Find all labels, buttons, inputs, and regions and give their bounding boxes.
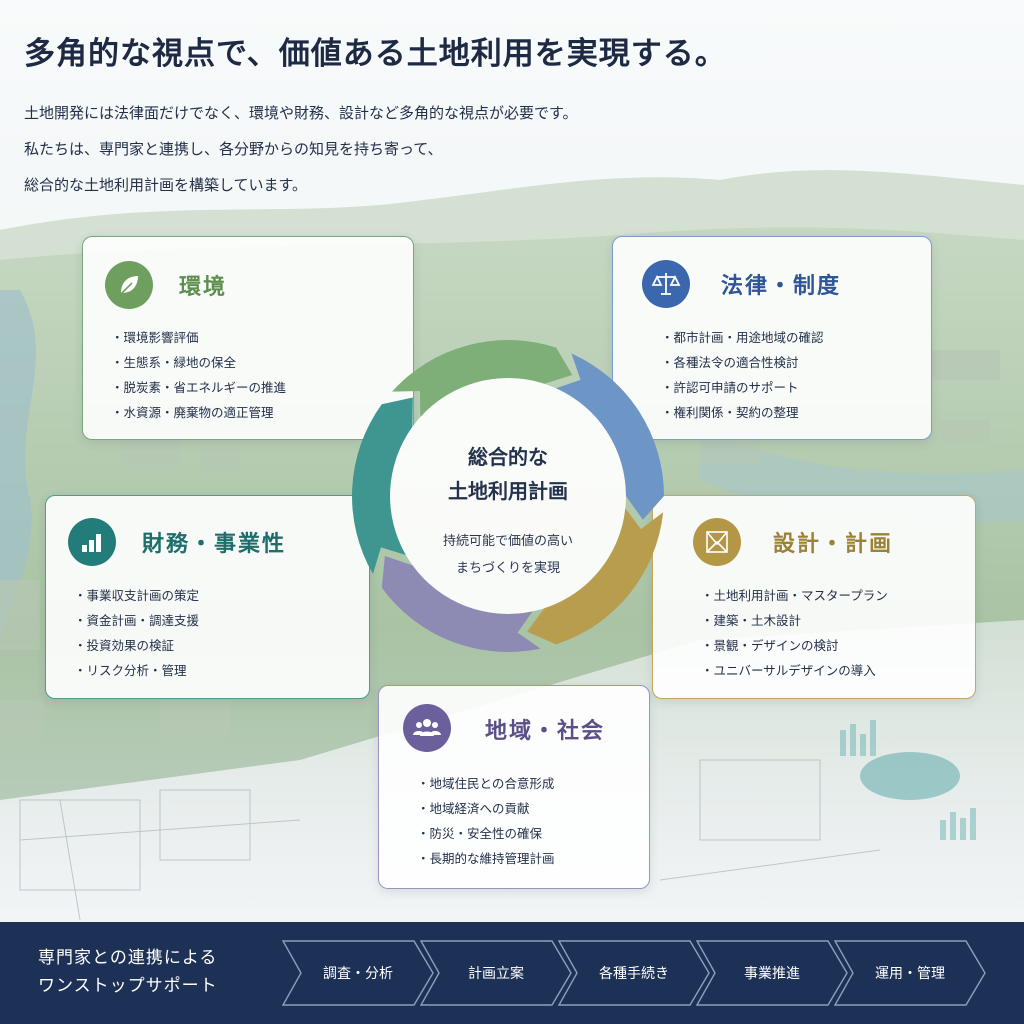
card-finance: 財務・事業性 事業収支計画の策定 資金計画・調達支援 投資効果の検証 リスク分析… (45, 495, 370, 699)
card-finance-title: 財務・事業性 (142, 531, 287, 557)
card-environment: 環境 環境影響評価 生態系・緑地の保全 脱炭素・省エネルギーの推進 水資源・廃棄… (82, 236, 414, 440)
step-chevron: 各種手続き (558, 940, 710, 1006)
card-region-title: 地域・社会 (485, 718, 606, 744)
list-item: 事業収支計画の策定 (74, 583, 200, 608)
leaf-icon (105, 261, 153, 309)
step-label: 計画立案 (468, 966, 524, 982)
step-label: 調査・分析 (323, 966, 393, 982)
step-chevron: 事業推進 (696, 940, 848, 1006)
list-item: 許認可申請のサポート (661, 375, 824, 400)
list-item: 権利関係・契約の整理 (661, 400, 824, 425)
ring-center-text: 総合的な 土地利用計画 持続可能で価値の高い まちづくりを実現 (418, 440, 598, 582)
card-region: 地域・社会 地域住民との合意形成 地域経済への貢献 防災・安全性の確保 長期的な… (378, 685, 650, 889)
ring-segment-design (527, 508, 664, 645)
list-item: 景観・デザインの検討 (701, 633, 888, 658)
center-sub-line-2: まちづくりを実現 (455, 561, 560, 576)
intro-line-1: 土地開発には法律面だけでなく、環境や財務、設計など多角的な視点が必要です。 (24, 104, 578, 122)
footer-lead: 専門家との連携による ワンストップサポート (38, 944, 218, 1000)
list-item: 水資源・廃棄物の適正管理 (111, 400, 286, 425)
footer-band: 専門家との連携による ワンストップサポート 調査・分析 計画立案 各種手続き 事… (0, 922, 1024, 1024)
footer-lead-line-2: ワンストップサポート (38, 976, 218, 996)
list-item: 長期的な維持管理計画 (417, 846, 555, 871)
list-item: 各種法令の適合性検討 (661, 350, 824, 375)
card-finance-list: 事業収支計画の策定 資金計画・調達支援 投資効果の検証 リスク分析・管理 (74, 583, 200, 683)
step-label: 運用・管理 (875, 966, 945, 982)
step-chevron: 運用・管理 (834, 940, 986, 1006)
bar-chart-icon (68, 518, 116, 566)
list-item: 防災・安全性の確保 (417, 821, 555, 846)
card-design-list: 土地利用計画・マスタープラン 建築・土木設計 景観・デザインの検討 ユニバーサル… (701, 583, 888, 683)
cycle-ring-diagram (352, 340, 664, 652)
list-item: 地域経済への貢献 (417, 796, 555, 821)
step-chevron: 調査・分析 (282, 940, 434, 1006)
card-region-list: 地域住民との合意形成 地域経済への貢献 防災・安全性の確保 長期的な維持管理計画 (417, 771, 555, 871)
intro-line-3: 総合的な土地利用計画を構築しています。 (24, 176, 308, 194)
people-icon (403, 704, 451, 752)
center-title-line-1: 総合的な (468, 445, 548, 469)
list-item: 地域住民との合意形成 (417, 771, 555, 796)
list-item: ユニバーサルデザインの導入 (701, 658, 888, 683)
page-title: 多角的な視点で、価値ある土地利用を実現する。 (24, 36, 727, 72)
blueprint-icon (693, 518, 741, 566)
step-label: 事業推進 (744, 966, 800, 982)
list-item: 投資効果の検証 (74, 633, 199, 658)
card-environment-list: 環境影響評価 生態系・緑地の保全 脱炭素・省エネルギーの推進 水資源・廃棄物の適… (111, 325, 287, 425)
card-design: 設計・計画 土地利用計画・マスタープラン 建築・土木設計 景観・デザインの検討 … (652, 495, 976, 699)
scales-icon (642, 260, 690, 308)
ring-segment-finance (352, 397, 413, 574)
card-law-title: 法律・制度 (721, 273, 842, 299)
process-steps: 調査・分析 計画立案 各種手続き 事業推進 運用・管理 (282, 940, 986, 1006)
list-item: リスク分析・管理 (74, 658, 199, 683)
center-title-line-2: 土地利用計画 (448, 479, 568, 503)
intro-text: 土地開発には法律面だけでなく、環境や財務、設計など多角的な視点が必要です。 私た… (24, 95, 727, 203)
list-item: 生態系・緑地の保全 (111, 350, 286, 375)
list-item: 土地利用計画・マスタープラン (701, 583, 888, 608)
ring-center-disc (390, 378, 626, 614)
card-design-title: 設計・計画 (773, 531, 894, 557)
list-item: 環境影響評価 (111, 325, 286, 350)
ring-segment-region (381, 556, 541, 652)
list-item: 建築・土木設計 (701, 608, 888, 633)
list-item: 資金計画・調達支援 (74, 608, 200, 633)
card-law: 法律・制度 都市計画・用途地域の確認 各種法令の適合性検討 許認可申請のサポート… (612, 236, 932, 440)
card-environment-title: 環境 (179, 274, 228, 300)
center-sub-line-1: 持続可能で価値の高い (442, 534, 573, 549)
ring-segment-environment (392, 340, 573, 418)
header: 多角的な視点で、価値ある土地利用を実現する。 土地開発には法律面だけでなく、環境… (24, 28, 727, 203)
list-item: 脱炭素・省エネルギーの推進 (111, 375, 287, 400)
step-chevron: 計画立案 (420, 940, 572, 1006)
footer-lead-line-1: 専門家との連携による (38, 948, 218, 968)
step-label: 各種手続き (599, 966, 669, 982)
intro-line-2: 私たちは、専門家と連携し、各分野からの知見を持ち寄って、 (24, 140, 443, 158)
ring-segment-law (555, 353, 664, 520)
list-item: 都市計画・用途地域の確認 (661, 325, 824, 350)
card-law-list: 都市計画・用途地域の確認 各種法令の適合性検討 許認可申請のサポート 権利関係・… (661, 325, 824, 425)
